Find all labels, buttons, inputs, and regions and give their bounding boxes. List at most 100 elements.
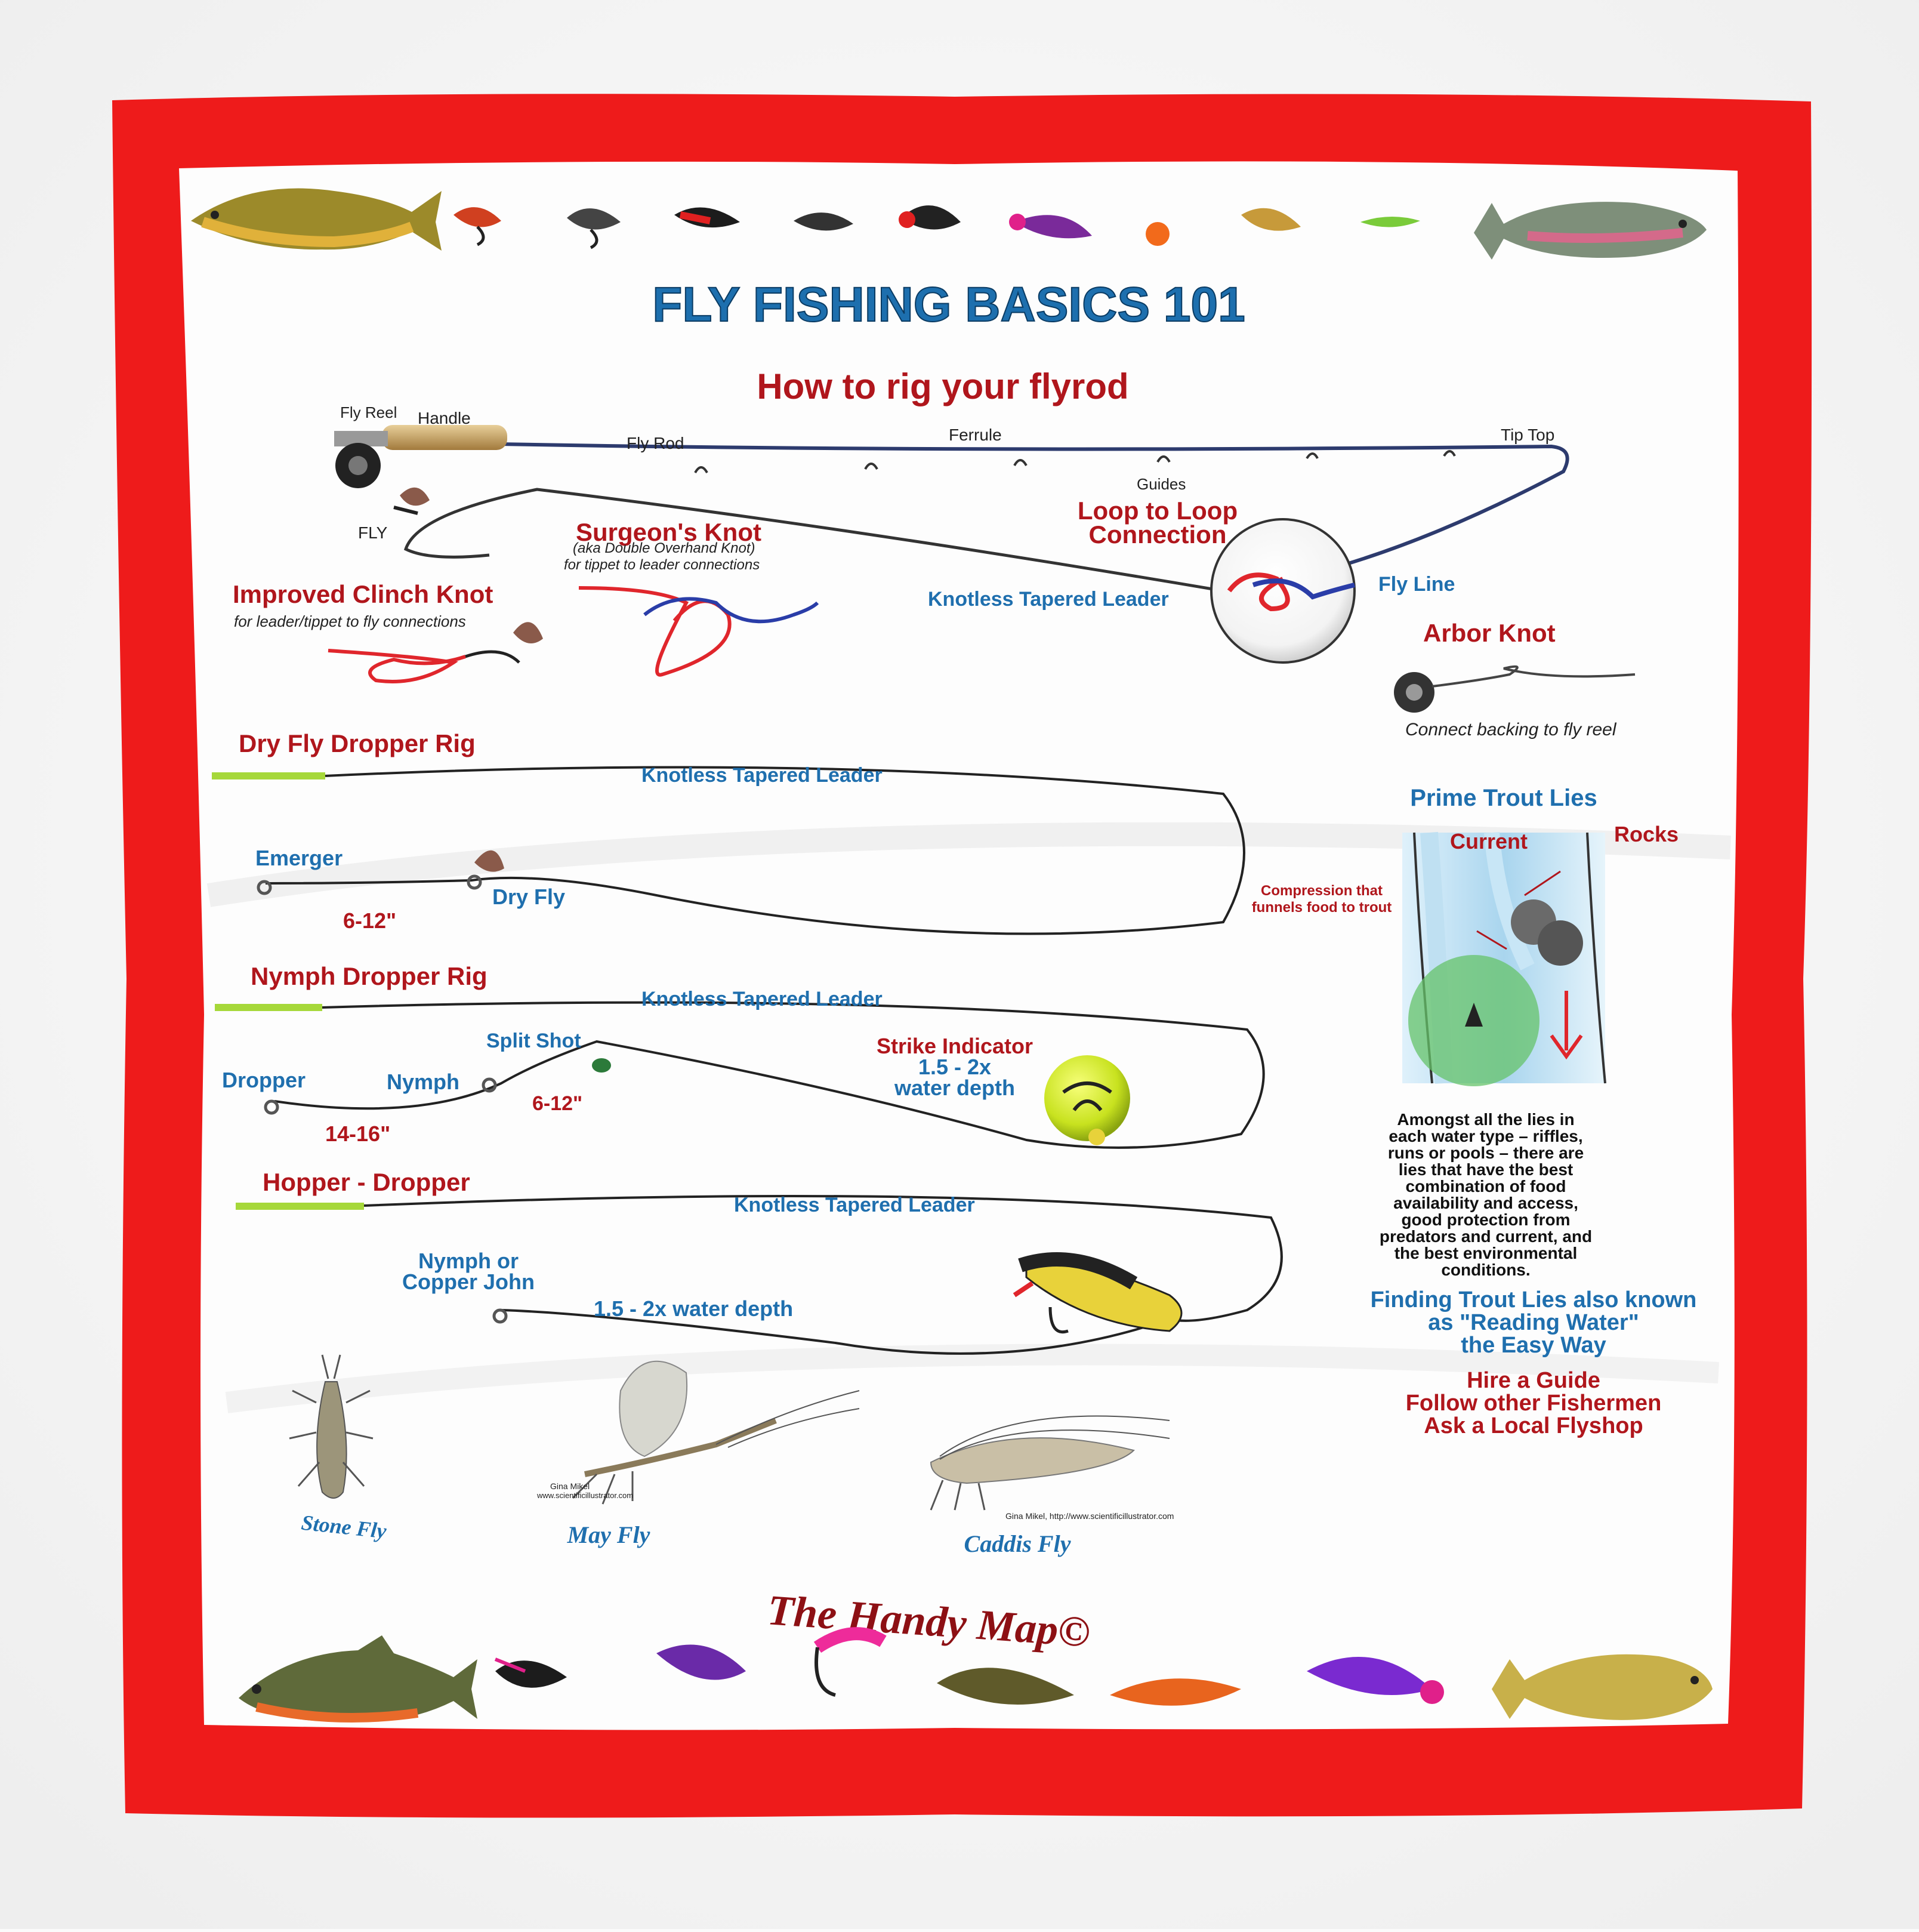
nymph-len-1: 14-16" xyxy=(325,1121,390,1146)
compression-label-2: funnels food to trout xyxy=(1252,899,1392,916)
nymph-dropper-rig: Nymph Dropper Rig Knotless Tapered Leade… xyxy=(215,962,1265,1149)
fly-icon xyxy=(1241,208,1301,231)
copper-john-label-1: Nymph or xyxy=(418,1249,519,1273)
insect-illustrations: Stone Fly May Fly Caddis Fly Gina Mikel … xyxy=(289,1354,1174,1557)
dry-rig-title: Dry Fly Dropper Rig xyxy=(239,729,476,757)
fly-icon xyxy=(937,1668,1074,1705)
fly-icon xyxy=(656,1644,746,1680)
trout-lies-paragraph: Amongst all the lies in each water type … xyxy=(1380,1110,1592,1279)
fly-icon xyxy=(1146,222,1170,246)
inner-panel xyxy=(179,161,1739,1730)
fly-icon xyxy=(1110,1678,1241,1706)
tip-line: Follow other Fishermen xyxy=(1406,1391,1662,1416)
dry-rig-fly-line xyxy=(212,772,325,779)
strike-indicator-icon xyxy=(1044,1055,1130,1141)
dry-rig-length: 6-12" xyxy=(343,908,396,933)
may-fly-credit-url: www.scientificillustrator.com xyxy=(536,1491,633,1500)
nymph-rig-fly-line xyxy=(215,1004,322,1011)
nymph-label: Nymph xyxy=(387,1070,459,1094)
rock-icon xyxy=(1538,920,1583,966)
loop-title-2: Connection xyxy=(1089,520,1227,549)
split-shot-label: Split Shot xyxy=(486,1030,581,1052)
caddis-fly-icon xyxy=(930,1415,1170,1511)
nymph-len-2: 6-12" xyxy=(532,1092,582,1115)
brown-trout-icon xyxy=(191,188,442,251)
dry-fly-icon xyxy=(467,850,504,890)
finding-line: the Easy Way xyxy=(1461,1333,1606,1358)
label-ferrule: Ferrule xyxy=(949,426,1002,444)
hopper-dropper-rig: Hopper - Dropper Knotless Tapered Leader… xyxy=(236,1168,1283,1355)
caddis-fly-label: Caddis Fly xyxy=(964,1530,1071,1557)
copper-john-fly-icon xyxy=(492,1308,508,1324)
hopper-fly-icon xyxy=(1013,1252,1183,1333)
label-guides: Guides xyxy=(1137,475,1186,493)
dry-fly-dropper-rig: Dry Fly Dropper Rig Knotless Tapered Lea… xyxy=(212,729,1245,935)
fly-icon xyxy=(899,205,961,230)
finding-line: as "Reading Water" xyxy=(1428,1310,1639,1335)
rainbow-trout-icon xyxy=(1474,202,1707,260)
loop-to-loop: Loop to Loop Connection Knotless Tapered… xyxy=(928,497,1455,664)
paragraph-line: runs or pools – there are xyxy=(1388,1144,1584,1162)
emerger-fly-icon xyxy=(257,880,272,895)
paragraph-line: combination of food xyxy=(1405,1177,1566,1195)
strike-indicator-title: Strike Indicator xyxy=(877,1034,1033,1058)
improved-clinch-knot: Improved Clinch Knot for leader/tippet t… xyxy=(233,580,543,683)
paragraph-line: each water type – riffles, xyxy=(1389,1127,1582,1145)
page-subtitle: How to rig your flyrod xyxy=(757,366,1128,406)
compression-label-1: Compression that xyxy=(1261,883,1383,899)
finding-line: Finding Trout Lies also known xyxy=(1371,1287,1697,1312)
hopper-rig-title: Hopper - Dropper xyxy=(263,1168,470,1196)
nymph-rig-title: Nymph Dropper Rig xyxy=(251,962,488,990)
brook-trout-icon xyxy=(239,1635,477,1723)
split-shot-icon xyxy=(592,1058,611,1073)
prime-trout-lies: Prime Trout Lies Current Rocks Compressi… xyxy=(1252,785,1697,1438)
hopper-depth-label: 1.5 - 2x water depth xyxy=(594,1296,793,1321)
paragraph-line: Amongst all the lies in xyxy=(1397,1110,1574,1129)
may-fly-icon xyxy=(572,1360,860,1505)
rocks-label: Rocks xyxy=(1614,822,1679,846)
strike-indicator-ratio: 1.5 - 2x xyxy=(918,1055,991,1079)
reading-water-note: Finding Trout Lies also known as "Readin… xyxy=(1371,1287,1697,1358)
trout-lies-tips: Hire a Guide Follow other Fishermen Ask … xyxy=(1406,1368,1662,1438)
dropper-fly-icon xyxy=(264,1099,279,1115)
tip-line: Ask a Local Flyshop xyxy=(1424,1413,1643,1438)
tip-line: Hire a Guide xyxy=(1467,1368,1600,1393)
caddis-fly-credit: Gina Mikel, http://www.scientificillustr… xyxy=(1005,1511,1174,1521)
surgeons-knot: Surgeon's Knot (aka Double Overhand Knot… xyxy=(564,518,819,677)
fly-icon xyxy=(674,207,740,228)
label-fly-rod: Fly Rod xyxy=(627,434,684,452)
fly-icon xyxy=(1009,214,1092,239)
clinch-knot-note: for leader/tippet to fly connections xyxy=(234,612,466,630)
copper-john-label-2: Copper John xyxy=(402,1269,535,1294)
emerger-label: Emerger xyxy=(255,846,343,870)
loop-leader-label: Knotless Tapered Leader xyxy=(928,588,1169,611)
fly-icon xyxy=(794,212,853,231)
stone-fly-icon xyxy=(289,1354,374,1499)
trout-lies-title: Prime Trout Lies xyxy=(1410,785,1597,811)
dry-fly-icon xyxy=(393,487,430,515)
nymph-rig-leader-label: Knotless Tapered Leader xyxy=(641,988,883,1010)
arbor-knot-title: Arbor Knot xyxy=(1423,619,1556,647)
cutthroat-trout-icon xyxy=(1492,1654,1713,1720)
surgeons-knot-note-2: for tippet to leader connections xyxy=(564,557,760,573)
nymph-fly-icon xyxy=(482,1077,497,1093)
strike-indicator-depth: water depth xyxy=(894,1076,1015,1100)
bottom-decor-row xyxy=(239,1627,1713,1723)
surgeons-knot-note-1: (aka Double Overhand Knot) xyxy=(573,540,755,556)
label-tip-top: Tip Top xyxy=(1501,426,1554,444)
surgeons-knot-title: Surgeon's Knot xyxy=(576,518,761,546)
clinch-knot-diagram xyxy=(328,649,466,683)
paragraph-line: good protection from xyxy=(1401,1210,1570,1229)
hopper-rig-fly-line xyxy=(236,1203,364,1210)
fly-icon xyxy=(453,207,501,246)
fly-icon xyxy=(1307,1657,1444,1704)
top-decor-row xyxy=(191,188,1707,260)
may-fly-label: May Fly xyxy=(567,1521,650,1548)
rod-diagram: Fly Reel Handle Fly Rod Ferrule Tip Top … xyxy=(334,403,1569,593)
dry-fly-label: Dry Fly xyxy=(492,885,565,909)
fly-line-label: Fly Line xyxy=(1378,573,1455,596)
paragraph-line: conditions. xyxy=(1441,1261,1530,1279)
arbor-knot: Arbor Knot Connect backing to fly reel xyxy=(1394,619,1636,739)
